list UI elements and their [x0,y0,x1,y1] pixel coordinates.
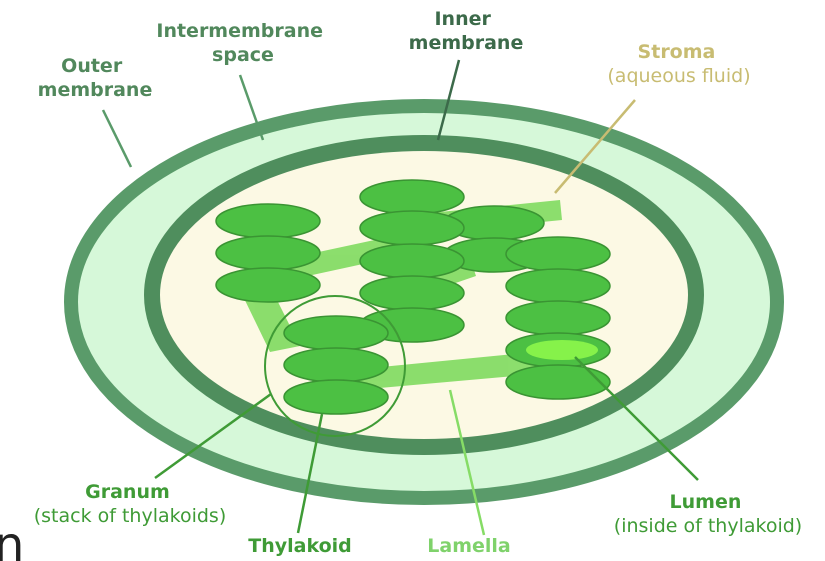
thylakoid [284,380,388,414]
thylakoid-label: Thylakoid [248,535,352,557]
intermembrane-label-line1: Intermembrane [156,20,323,42]
page-text-fragment: n [0,517,24,561]
thylakoid [360,276,464,310]
thylakoid [216,204,320,238]
granum-title: Granum [85,481,170,503]
granum-subtitle: (stack of thylakoids) [34,505,227,527]
outer-membrane-label-line1: Outer [61,55,123,77]
lumen-subtitle: (inside of thylakoid) [614,515,802,537]
thylakoid [216,236,320,270]
lumen-highlight [526,340,598,360]
thylakoid [216,268,320,302]
stroma-subtitle: (aqueous fluid) [607,65,750,87]
thylakoid [360,211,464,245]
thylakoid [506,237,610,271]
thylakoid [506,269,610,303]
granum-circled [284,316,388,414]
outer-membrane-label-line2: membrane [38,79,153,101]
lamella-label: Lamella [427,535,510,557]
outer-membrane-label: Outer membrane [38,55,153,101]
intermembrane-label-line2: space [212,44,274,66]
thylakoid [284,316,388,350]
inner-membrane-label: Inner membrane [409,8,524,54]
inner-membrane-label-line1: Inner [434,8,491,30]
inner-membrane-label-line2: membrane [409,32,524,54]
lumen-label: Lumen (inside of thylakoid) [614,491,802,537]
stroma-label: Stroma (aqueous fluid) [607,41,750,87]
thylakoid [284,348,388,382]
intermembrane-space-label: Intermembrane space [156,20,329,66]
stroma-title: Stroma [638,41,716,63]
outer-membrane-leader [103,110,131,167]
thylakoid [360,244,464,278]
thylakoid [360,180,464,214]
granum-left [216,204,320,302]
granum-label: Granum (stack of thylakoids) [34,481,227,527]
thylakoid [506,301,610,335]
granum-middle [360,180,464,342]
thylakoid [506,365,610,399]
lumen-title: Lumen [670,491,742,513]
